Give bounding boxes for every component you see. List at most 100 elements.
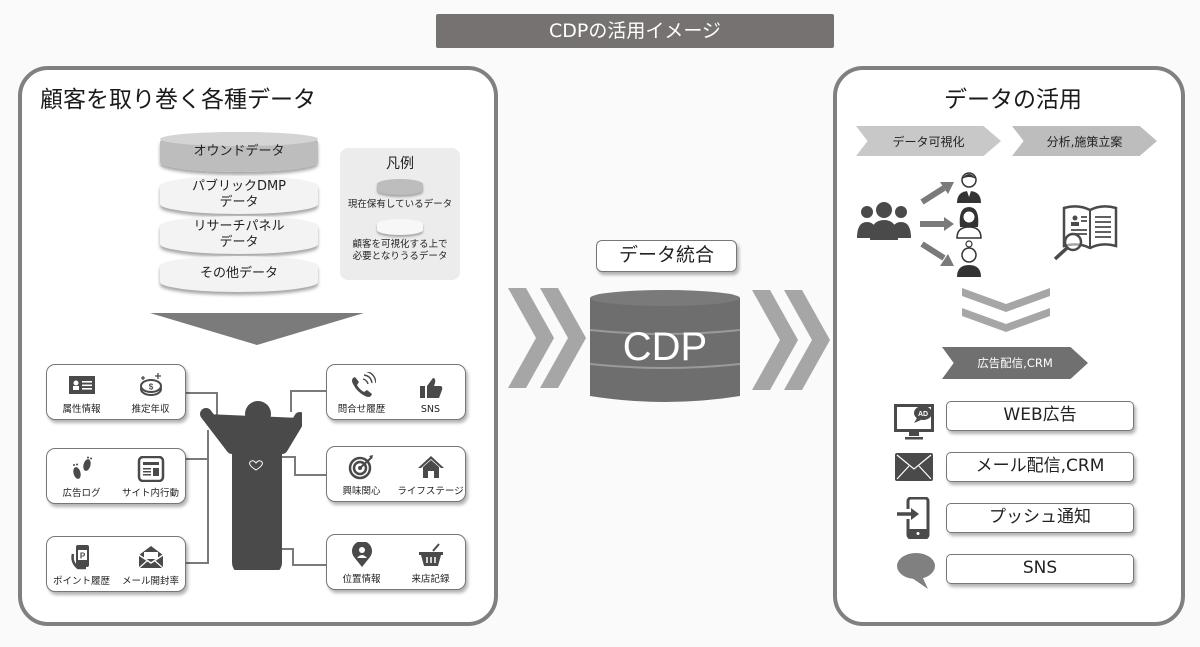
data-layer-other: その他データ — [160, 256, 318, 292]
connector-line — [186, 562, 208, 564]
data-item-label: SNS — [420, 404, 441, 415]
data-utilization-panel-title: データの活用 — [944, 87, 1082, 113]
data-item-label: メール開封率 — [121, 576, 179, 587]
chevron-right-icon — [508, 288, 586, 388]
chevron-down-icon — [962, 288, 1050, 332]
data-item-label: 広告ログ — [62, 488, 101, 499]
monitor-ad-icon: AD — [894, 404, 934, 440]
id-card-icon — [68, 376, 95, 394]
connector-line — [216, 392, 218, 424]
data-layer-research-panel: リサーチパネル データ — [160, 216, 318, 254]
data-item: 来店記録 — [398, 542, 464, 585]
channel-web-ad: WEB広告 — [946, 401, 1134, 431]
house-icon — [417, 456, 444, 478]
customer-group-icon — [857, 202, 911, 240]
basket-icon — [418, 543, 443, 566]
data-item: SNS — [398, 375, 464, 415]
legend: 凡例 現在保有しているデータ 顧客を可視化する上で 必要となりうるデータ — [340, 148, 460, 280]
phone-call-icon — [351, 372, 376, 397]
data-box-behavior: 広告ログ サイト内行動 — [46, 448, 186, 504]
legend-title: 凡例 — [386, 156, 414, 172]
data-item-label: 推定年収 — [131, 404, 170, 415]
data-item-label: 問合せ履歴 — [337, 404, 386, 415]
data-item: $ 推定年収 — [118, 372, 184, 415]
connector-line — [290, 390, 326, 392]
analysis-book-magnifier-icon — [1053, 205, 1118, 261]
data-layer-label: データ — [219, 195, 259, 210]
footprints-icon — [72, 456, 92, 479]
data-layer-owned: オウンドデータ — [160, 132, 318, 172]
channel-push-notification: プッシュ通知 — [946, 503, 1134, 533]
data-item: 広告ログ — [49, 456, 115, 499]
data-box-communication: 問合せ履歴 SNS — [326, 364, 466, 420]
data-item-label: サイト内行動 — [121, 488, 179, 499]
legend-owned-label: 現在保有しているデータ — [347, 199, 453, 210]
target-icon — [348, 455, 373, 480]
step-label: 分析,施策立案 — [1046, 134, 1123, 149]
persona-senior-icon — [957, 240, 981, 277]
data-integration-label: データ統合 — [596, 240, 737, 272]
legend-swatch-owned — [377, 179, 423, 195]
phone-points-icon: P — [70, 545, 89, 570]
svg-text:$: $ — [148, 383, 153, 392]
channel-label: プッシュ通知 — [989, 507, 1091, 527]
connector-line — [290, 390, 292, 412]
data-layer-label: リサーチパネル — [193, 219, 285, 234]
data-item: P ポイント履歴 — [49, 544, 115, 587]
persona-man-icon — [957, 172, 981, 203]
connector-line — [186, 392, 218, 394]
step-label: 広告配信,CRM — [977, 356, 1053, 370]
channel-label: WEB広告 — [1003, 405, 1077, 425]
data-layer-public-dmp: パブリックDMP データ — [160, 176, 318, 214]
cdp-label: CDP — [622, 325, 708, 369]
connector-line — [292, 548, 294, 566]
data-item-label: ライフステージ — [397, 486, 464, 497]
chevron-right-icon — [752, 290, 830, 390]
legend-swatch-needed — [377, 219, 423, 235]
open-mail-icon — [138, 546, 163, 569]
step-label: データ可視化 — [892, 134, 965, 149]
data-box-interests: 興味関心 ライフステージ — [326, 446, 466, 502]
data-item-label: 興味関心 — [342, 486, 381, 497]
data-box-location: 位置情報 来店記録 — [326, 534, 466, 590]
speech-bubble-icon — [897, 553, 935, 589]
data-layer-label: パブリックDMP — [191, 179, 287, 194]
data-item: 属性情報 — [49, 372, 115, 415]
diagram-title-banner: CDPの活用イメージ — [436, 14, 834, 48]
data-item-label: 位置情報 — [342, 574, 381, 585]
channel-sns: SNS — [946, 554, 1134, 584]
channel-label: SNS — [1022, 558, 1058, 578]
connector-line — [186, 458, 208, 460]
persona-woman-icon — [956, 207, 982, 239]
down-arrow-icon — [150, 313, 364, 345]
data-box-engagement: P ポイント履歴 メール開封率 — [46, 536, 186, 592]
step-ad-delivery-crm: 広告配信,CRM — [942, 347, 1088, 379]
data-item-label: 属性情報 — [62, 404, 101, 415]
data-item: 問合せ履歴 — [329, 372, 395, 415]
data-layer-label: データ — [219, 235, 259, 250]
segmentation-arrows-icon — [920, 182, 954, 266]
connector-line — [294, 474, 326, 476]
connector-line — [294, 456, 296, 476]
envelope-icon — [895, 453, 933, 481]
channel-label: メール配信,CRM — [975, 456, 1105, 476]
data-item: サイト内行動 — [118, 456, 184, 499]
customer-data-panel-title: 顧客を取り巻く各種データ — [40, 87, 316, 113]
data-item: ライフステージ — [397, 454, 464, 497]
coins-icon: $ — [139, 373, 162, 396]
thumbs-up-icon — [419, 378, 442, 398]
connector-line — [292, 564, 326, 566]
legend-needed-label-line1: 顧客を可視化する上で — [352, 239, 448, 250]
data-item: 位置情報 — [329, 542, 395, 585]
step-data-visualization: データ可視化 — [856, 126, 1001, 156]
data-box-profile: 属性情報 $ 推定年収 — [46, 364, 186, 420]
data-item-label: 来店記録 — [411, 574, 450, 585]
smartphone-push-icon — [897, 497, 930, 539]
connector-line — [207, 430, 209, 564]
location-pin-icon — [351, 542, 372, 567]
legend-needed-label-line2: 必要となりうるデータ — [352, 251, 448, 262]
person-arms-up-icon — [200, 401, 302, 570]
data-layer-label: その他データ — [199, 266, 278, 281]
svg-text:AD: AD — [918, 411, 928, 418]
data-item: 興味関心 — [329, 454, 395, 497]
